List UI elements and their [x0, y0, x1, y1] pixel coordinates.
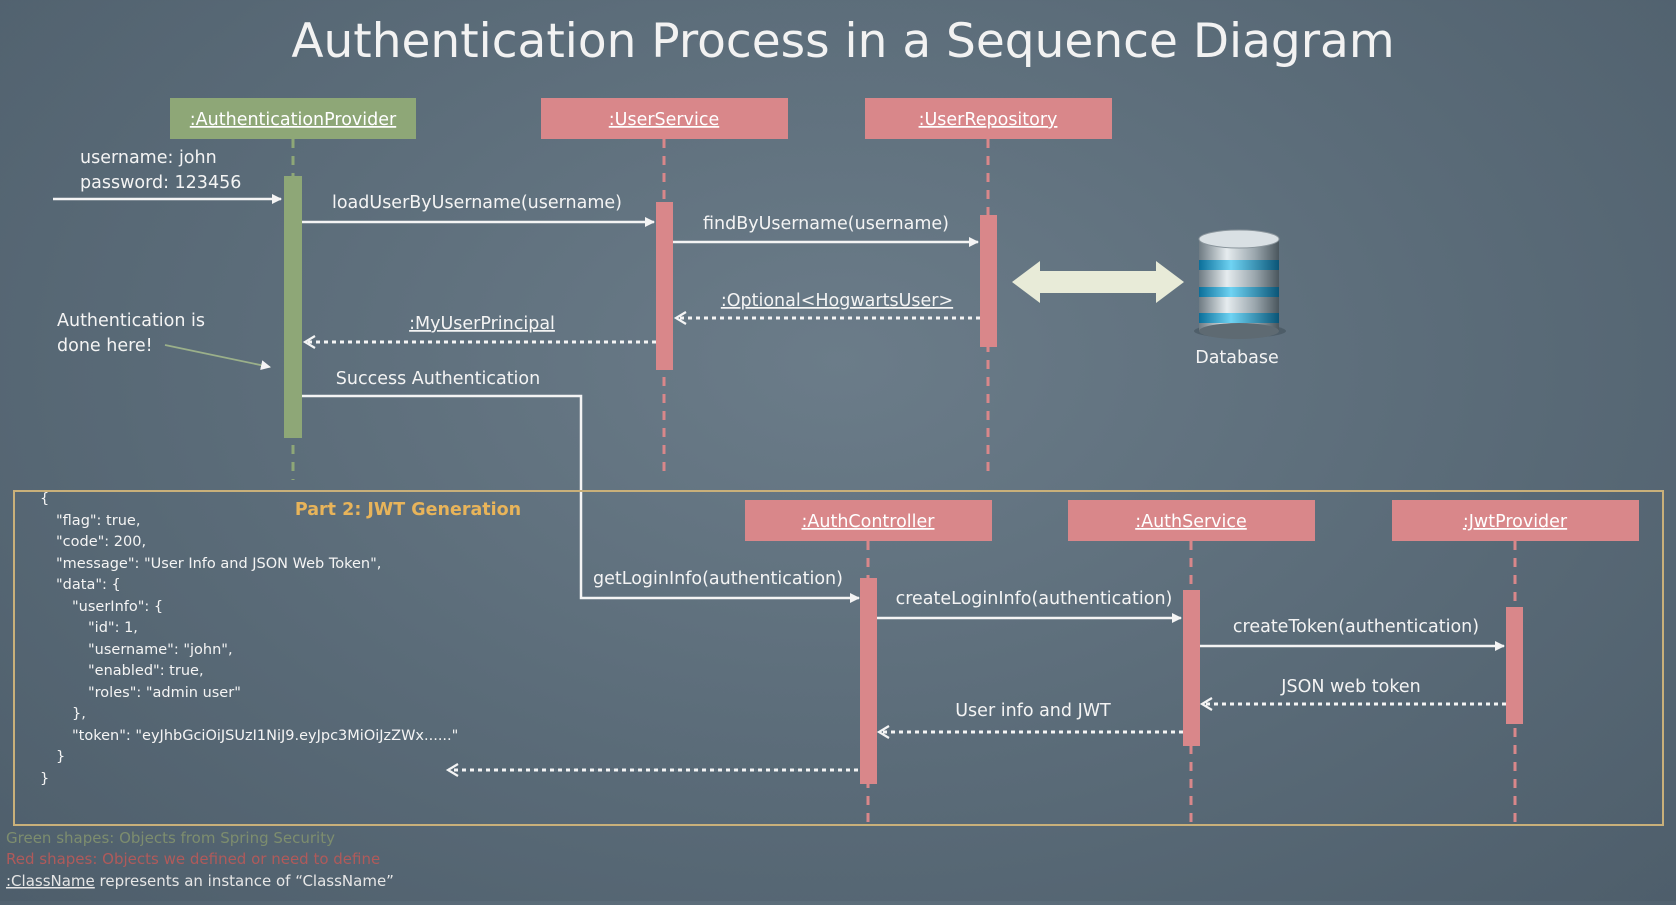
auth-provider-box	[170, 98, 416, 139]
json-line: "enabled": true,	[88, 663, 204, 679]
json-line: "data": {	[56, 577, 121, 593]
database-icon	[1194, 229, 1286, 339]
json-line: "code": 200,	[56, 534, 146, 550]
user-service-box	[541, 98, 788, 139]
auth-provider-label: :AuthenticationProvider	[190, 110, 397, 130]
legend-classname-rest: represents an instance of “ClassName”	[95, 872, 394, 890]
json-line: }	[56, 749, 65, 765]
json-response: { "flag": true, "code": 200, "message": …	[40, 491, 458, 787]
input-password: password: 123456	[80, 173, 241, 193]
json-line: },	[72, 706, 86, 722]
double-arrow-icon	[1012, 261, 1184, 303]
database-label: Database	[1195, 348, 1279, 368]
jwt-provider-box	[1392, 500, 1639, 541]
json-line: "roles": "admin user"	[88, 685, 241, 701]
part2-frame	[13, 490, 1664, 826]
legend-classname-token: :ClassName	[6, 872, 95, 890]
auth-service-box	[1068, 500, 1315, 541]
page-title: Authentication Process in a Sequence Dia…	[291, 14, 1394, 69]
auth-provider-activation	[284, 176, 302, 438]
json-line: "message": "User Info and JSON Web Token…	[56, 556, 381, 572]
load-user-label: loadUserByUsername(username)	[332, 193, 622, 213]
json-web-token-label: JSON web token	[1280, 677, 1420, 697]
json-line: "flag": true,	[56, 513, 140, 529]
note-pointer-arrow	[164, 344, 271, 371]
success-auth-arrow	[302, 394, 860, 603]
lifeline-auth-controller: :AuthController	[745, 500, 992, 825]
jwt-provider-activation	[1506, 607, 1523, 724]
create-token-label: createToken(authentication)	[1233, 617, 1479, 637]
lifeline-jwt-provider: :JwtProvider	[1392, 500, 1639, 825]
success-auth-label: Success Authentication	[336, 369, 540, 389]
part2-title: Part 2: JWT Generation	[295, 500, 521, 520]
find-by-username-label: findByUsername(username)	[703, 214, 949, 234]
optional-user-label: :Optional<HogwartsUser>	[721, 291, 953, 311]
note-line2: done here!	[57, 336, 153, 356]
json-line: "username": "john",	[88, 642, 233, 658]
get-login-info-label: getLoginInfo(authentication)	[593, 569, 843, 589]
auth-controller-label: :AuthController	[802, 512, 936, 532]
lifeline-user-service: :UserService	[541, 98, 788, 475]
user-repository-label: :UserRepository	[919, 110, 1058, 130]
note-line1: Authentication is	[57, 311, 205, 331]
lifeline-auth-provider: :AuthenticationProvider	[170, 98, 416, 480]
user-service-label: :UserService	[609, 110, 719, 130]
lifeline-user-repository: :UserRepository	[865, 98, 1112, 475]
create-login-info-label: createLoginInfo(authentication)	[896, 589, 1173, 609]
user-service-activation	[656, 202, 673, 370]
json-line: "token": "eyJhbGciOiJSUzI1NiJ9.eyJpc3MiO…	[72, 728, 458, 744]
auth-controller-activation	[860, 578, 877, 784]
json-line: "id": 1,	[88, 620, 138, 636]
legend-classname: :ClassName represents an instance of “Cl…	[6, 872, 394, 890]
user-info-jwt-label: User info and JWT	[955, 701, 1111, 721]
lifeline-auth-service: :AuthService	[1068, 500, 1315, 825]
json-line: {	[40, 491, 49, 507]
jwt-provider-label: :JwtProvider	[1463, 512, 1568, 532]
auth-controller-box	[745, 500, 992, 541]
legend-red: Red shapes: Objects we defined or need t…	[6, 850, 380, 868]
user-repository-activation	[980, 215, 997, 347]
my-user-principal-label: :MyUserPrincipal	[409, 314, 555, 334]
input-username: username: john	[80, 148, 217, 168]
json-line: "userInfo": {	[72, 599, 163, 615]
json-line: }	[40, 771, 49, 787]
user-repository-box	[865, 98, 1112, 139]
auth-service-label: :AuthService	[1135, 512, 1247, 532]
legend-green: Green shapes: Objects from Spring Securi…	[6, 829, 335, 847]
auth-service-activation	[1183, 590, 1200, 746]
